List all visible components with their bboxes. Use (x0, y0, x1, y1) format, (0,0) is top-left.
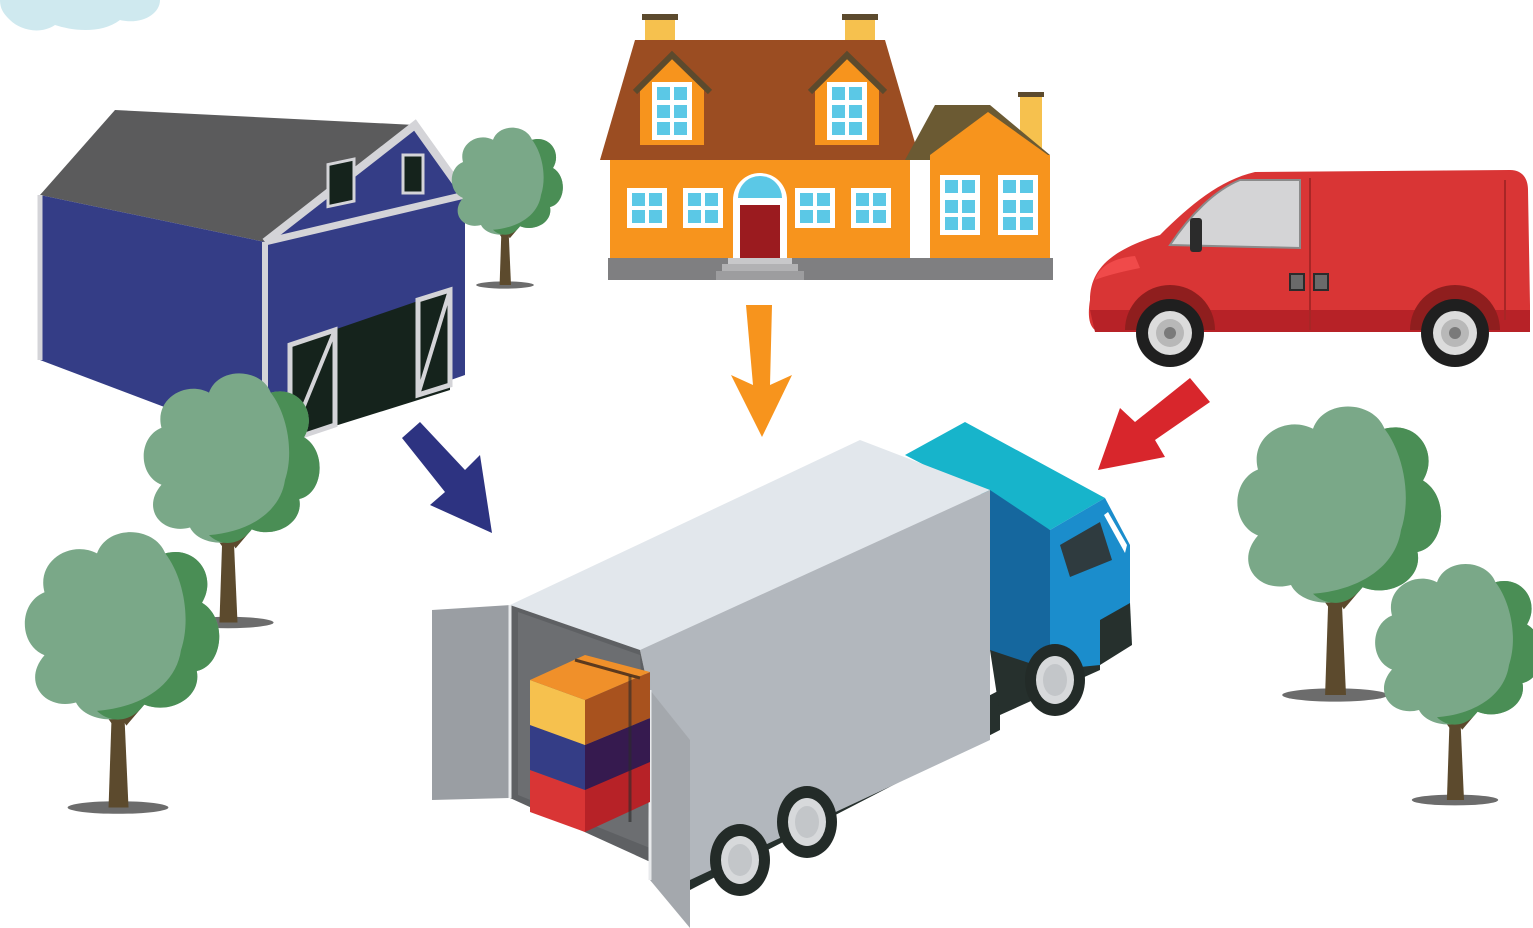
arrow-icon (402, 422, 492, 533)
cargo-boxes-icon (530, 655, 650, 832)
tree-icon (1375, 564, 1533, 805)
moving-truck-icon (432, 422, 1132, 928)
tree-icon (25, 532, 219, 814)
house-icon (600, 14, 1053, 280)
cloud-icon (0, 0, 160, 30)
van-icon (1089, 170, 1530, 367)
tree-icon (452, 128, 563, 289)
arrow-icon (731, 305, 792, 437)
arrow-icon (1098, 378, 1210, 470)
